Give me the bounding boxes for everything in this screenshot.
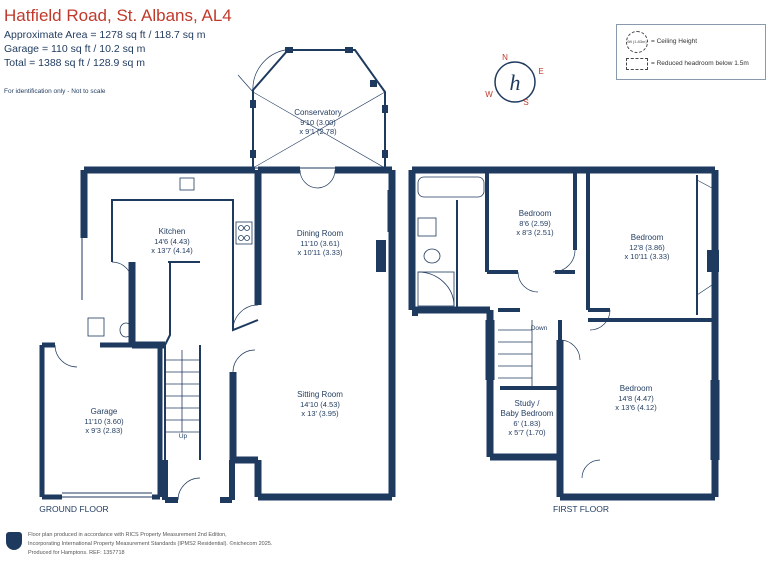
footer-line-1: Floor plan produced in accordance with R… <box>28 532 227 538</box>
footer-line-2: Incorporating International Property Mea… <box>28 541 273 547</box>
entrance-walls <box>162 460 235 503</box>
svg-text:x 13'7 (4.14): x 13'7 (4.14) <box>151 246 193 255</box>
room-sitting: Sitting Room 14'10 (4.53) x 13' (3.95) <box>297 390 343 418</box>
svg-text:x 10'11 (3.33): x 10'11 (3.33) <box>297 248 343 257</box>
stairs-down-label: Down <box>531 325 548 332</box>
room-bedroom-front: Bedroom 14'8 (4.47) x 13'6 (4.12) <box>615 384 657 412</box>
svg-text:h: h <box>510 70 521 95</box>
rics-badge-icon <box>6 532 22 550</box>
first-floor-outer-walls <box>408 166 719 501</box>
svg-text:11'10 (3.61): 11'10 (3.61) <box>300 239 340 248</box>
svg-text:Dining Room: Dining Room <box>297 229 344 238</box>
svg-text:8'6 (2.59): 8'6 (2.59) <box>519 219 551 228</box>
room-garage: Garage 11'10 (3.60) x 9'3 (2.83) <box>84 407 124 435</box>
first-floor-partitions <box>456 175 698 315</box>
legend-box: 6ft (1.83m) = Ceiling Height = Reduced h… <box>616 24 766 80</box>
svg-text:x 8'3 (2.51): x 8'3 (2.51) <box>516 228 554 237</box>
ground-floor-door-swings <box>54 169 336 501</box>
reduced-headroom-label: = Reduced headroom below 1.5m <box>651 60 749 67</box>
footer-line-3: Produced for Hamptons. REF: 1357718 <box>28 550 125 556</box>
total-area: Total = 1388 sq ft / 128.9 sq m <box>4 57 145 69</box>
svg-text:14'8 (4.47): 14'8 (4.47) <box>618 394 654 403</box>
svg-text:6' (1.83): 6' (1.83) <box>513 419 541 428</box>
ceiling-height-symbol: 6ft (1.83m) <box>626 31 648 53</box>
svg-text:11'10 (3.60): 11'10 (3.60) <box>84 417 124 426</box>
svg-text:Sitting Room: Sitting Room <box>297 390 343 399</box>
room-dining: Dining Room 11'10 (3.61) x 10'11 (3.33) <box>297 229 344 257</box>
svg-text:Conservatory: Conservatory <box>294 108 342 117</box>
kitchen-fittings <box>87 177 253 338</box>
ceiling-height-label: = Ceiling Height <box>651 38 698 45</box>
svg-text:x 10'11 (3.33): x 10'11 (3.33) <box>624 252 670 261</box>
svg-text:Garage: Garage <box>91 407 118 416</box>
first-floor-internal-walls <box>485 170 715 390</box>
reduced-headroom-symbol <box>626 58 648 70</box>
wall-markers <box>376 240 719 316</box>
svg-text:x 13' (3.95): x 13' (3.95) <box>301 409 339 418</box>
first-floor-stairs <box>498 320 533 388</box>
conservatory-frames <box>250 47 388 158</box>
ground-floor-internal-walls <box>111 199 259 460</box>
svg-text:x 9'3 (2.83): x 9'3 (2.83) <box>85 426 123 435</box>
scale-note: For identification only - Not to scale <box>4 88 106 95</box>
garage-area: Garage = 110 sq ft / 10.2 sq m <box>4 43 146 55</box>
stairs-up-label: Up <box>179 433 188 440</box>
svg-text:x 13'6 (4.12): x 13'6 (4.12) <box>615 403 657 412</box>
svg-text:S: S <box>523 98 528 107</box>
compass-icon: h N E S W <box>485 53 543 107</box>
plan-title: Hatfield Road, St. Albans, AL4 <box>4 6 232 25</box>
ground-floor-stairs <box>165 350 200 433</box>
room-study: Study / Baby Bedroom 6' (1.83) x 5'7 (1.… <box>501 399 554 437</box>
first-floor-door-swings <box>517 179 713 479</box>
svg-text:E: E <box>538 67 543 76</box>
svg-text:W: W <box>485 90 493 99</box>
svg-text:12'8 (3.86): 12'8 (3.86) <box>629 243 665 252</box>
bathroom-fittings <box>417 176 485 307</box>
svg-text:x 9'1 (2.78): x 9'1 (2.78) <box>299 127 337 136</box>
svg-text:x 5'7 (1.70): x 5'7 (1.70) <box>508 428 546 437</box>
ground-floor-windows <box>81 190 396 501</box>
svg-text:14'10 (4.53): 14'10 (4.53) <box>300 400 340 409</box>
approx-area: Approximate Area = 1278 sq ft / 118.7 sq… <box>4 29 206 41</box>
svg-text:9'10 (3.00): 9'10 (3.00) <box>300 118 336 127</box>
svg-text:N: N <box>502 53 508 62</box>
svg-text:Study /: Study / <box>515 399 541 408</box>
svg-text:14'6 (4.43): 14'6 (4.43) <box>154 237 190 246</box>
garage-walls <box>39 342 163 500</box>
first-floor-label: FIRST FLOOR <box>553 504 609 514</box>
ground-floor-outer-walls <box>80 166 396 501</box>
room-conservatory: Conservatory 9'10 (3.00) x 9'1 (2.78) <box>294 108 342 136</box>
room-kitchen: Kitchen 14'6 (4.43) x 13'7 (4.14) <box>151 227 193 255</box>
ground-floor-label: GROUND FLOOR <box>39 504 108 514</box>
svg-text:Kitchen: Kitchen <box>159 227 186 236</box>
room-bedroom-small: Bedroom 8'6 (2.59) x 8'3 (2.51) <box>516 209 554 237</box>
first-floor-windows <box>485 320 720 501</box>
svg-text:Baby Bedroom: Baby Bedroom <box>501 409 554 418</box>
svg-text:Bedroom: Bedroom <box>519 209 552 218</box>
room-bedroom-rear: Bedroom 12'8 (3.86) x 10'11 (3.33) <box>624 233 670 261</box>
svg-text:Bedroom: Bedroom <box>620 384 653 393</box>
svg-text:Bedroom: Bedroom <box>631 233 664 242</box>
